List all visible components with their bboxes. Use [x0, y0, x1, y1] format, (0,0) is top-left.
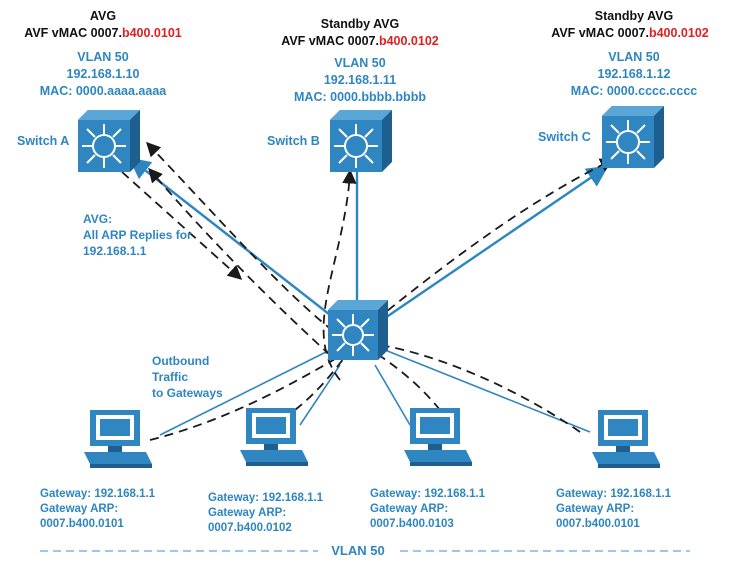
link-host-3 [374, 364, 411, 426]
switch-b-vmac-prefix: AVF vMAC 0007. [281, 34, 379, 48]
host-3-gateway: Gateway: 192.168.1.1 [370, 488, 486, 500]
switch-c-label: Switch C [538, 130, 591, 144]
link-switch-c [384, 165, 609, 319]
vlan-footer-label: VLAN 50 [331, 543, 385, 558]
switch-c-vmac-prefix: AVF vMAC 0007. [551, 26, 649, 40]
switch-c-vlan: VLAN 50 [608, 50, 660, 64]
link-host-1 [159, 349, 331, 436]
traffic-to-switch-a-2 [148, 167, 331, 356]
outbound-note-line-2: Traffic [152, 370, 189, 384]
switch-a-label: Switch A [17, 134, 70, 148]
switch-a-ip: 192.168.1.10 [66, 67, 140, 81]
traffic-to-switch-c [375, 158, 615, 321]
switch-a-icon[interactable] [78, 110, 140, 172]
host4-outbound [379, 344, 581, 433]
switch-b-role: Standby AVG [320, 17, 400, 31]
traffic-to-switch-b [322, 169, 357, 381]
link-host-4 [384, 349, 591, 433]
host-3-arp-value: 0007.b400.0103 [370, 518, 454, 530]
link-switch-a [128, 157, 335, 319]
switch-b-vmac-suffix: b400.0102 [378, 34, 439, 48]
switch-c-mac: MAC: 0000.cccc.cccc [570, 84, 698, 98]
host-2-arp-value: 0007.b400.0102 [208, 522, 292, 534]
switch-a-mac: MAC: 0000.aaaa.aaaa [39, 84, 167, 98]
host3-outbound [367, 347, 441, 411]
switch-c-vmac-suffix: b400.0102 [648, 26, 709, 40]
host-2-gateway: Gateway: 192.168.1.1 [208, 492, 324, 504]
switch-b-vlan: VLAN 50 [334, 56, 386, 70]
switch-c-icon[interactable] [602, 106, 664, 168]
switch-b-ip: 192.168.1.11 [323, 73, 397, 87]
link-host-2 [299, 364, 341, 426]
switch-c-role: Standby AVG [594, 9, 674, 23]
avg-note-line-1: AVG: [83, 212, 113, 226]
host-1-gateway: Gateway: 192.168.1.1 [40, 488, 156, 500]
switch-c-ip: 192.168.1.12 [597, 67, 671, 81]
host-4-gateway: Gateway: 192.168.1.1 [556, 488, 672, 500]
switch-a-vmac-suffix: b400.0101 [121, 26, 182, 40]
host-4-arp-value: 0007.b400.0101 [556, 518, 640, 530]
host-pc-2-icon[interactable] [240, 408, 308, 466]
avg-note-line-2: All ARP Replies for [83, 228, 192, 242]
switch-a-vmac-prefix: AVF vMAC 0007. [24, 26, 122, 40]
switch-b-vmac: AVF vMAC 0007.b400.0102 [281, 34, 439, 49]
avg-note-line-3: 192.168.1.1 [83, 244, 147, 258]
arp-reply-path [121, 171, 243, 280]
host-pc-3-icon[interactable] [404, 408, 472, 466]
switch-b-icon[interactable] [330, 110, 392, 172]
switch-b-mac: MAC: 0000.bbbb.bbbb [294, 90, 426, 104]
traffic-paths [121, 141, 615, 441]
host-2-arp-label: Gateway ARP: [208, 507, 287, 519]
switch-c-vmac: AVF vMAC 0007.b400.0102 [551, 26, 709, 41]
switch-b-label: Switch B [267, 134, 320, 148]
host-4-arp-label: Gateway ARP: [556, 503, 635, 515]
outbound-note-line-1: Outbound [152, 354, 210, 368]
core-switch-icon[interactable] [328, 300, 388, 360]
solid-links [128, 157, 609, 436]
switch-a-vmac: AVF vMAC 0007.b400.0101 [24, 26, 182, 41]
host-pc-1-icon[interactable] [84, 410, 152, 468]
host-3-arp-label: Gateway ARP: [370, 503, 449, 515]
outbound-note-line-3: to Gateways [152, 386, 223, 400]
host-1-arp-value: 0007.b400.0101 [40, 518, 124, 530]
host1-outbound [149, 349, 351, 441]
host-1-arp-label: Gateway ARP: [40, 503, 119, 515]
switch-a-role: AVG [89, 9, 117, 23]
switch-a-vlan: VLAN 50 [77, 50, 129, 64]
host-pc-4-icon[interactable] [592, 410, 660, 468]
